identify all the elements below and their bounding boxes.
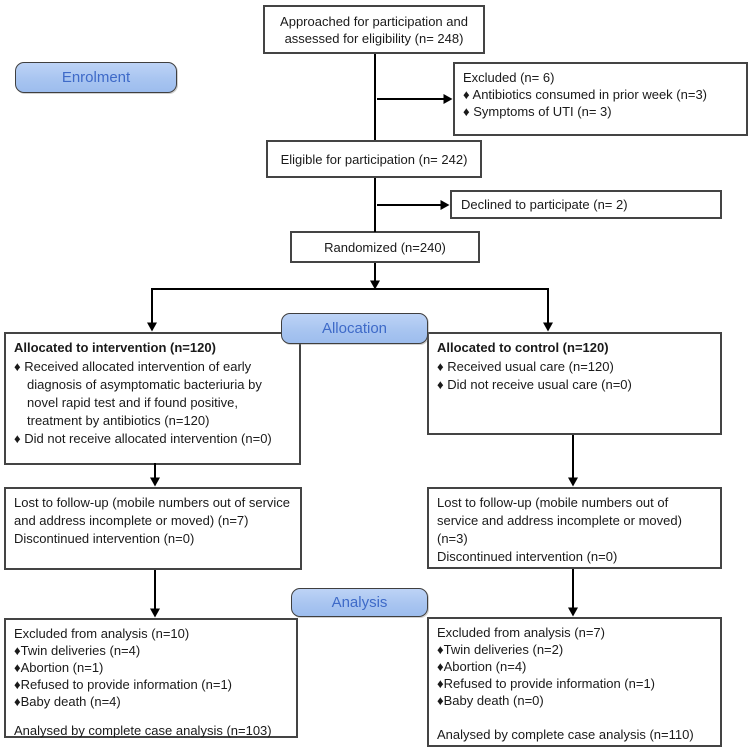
box-lost-intervention: Lost to follow-up (mobile numbers out of… — [4, 487, 302, 570]
box-eligible: Eligible for participation (n= 242) — [266, 140, 482, 178]
lost-control-line1: Lost to follow-up (mobile numbers out of… — [437, 495, 682, 546]
stage-label-enrolment: Enrolment — [61, 69, 131, 86]
box-approached: Approached for participation and assesse… — [263, 5, 485, 54]
intervention-bullet1: ♦ Received allocated intervention of ear… — [14, 359, 262, 428]
box-allocated-intervention: Allocated to intervention (n=120) ♦ Rece… — [4, 332, 301, 465]
box-excluded: Excluded (n= 6) ♦ Antibiotics consumed i… — [453, 62, 748, 136]
lost-intervention-line2: Discontinued intervention (n=0) — [14, 531, 195, 546]
analysis-intervention-bullet4: ♦Baby death (n=4) — [14, 694, 121, 709]
excluded-line3: ♦ Symptoms of UTI (n= 3) — [463, 104, 612, 119]
excluded-line1: Excluded (n= 6) — [463, 70, 555, 85]
approached-line2: assessed for eligibility (n= 248) — [284, 30, 464, 46]
control-bullet2: ♦ Did not receive usual care (n=0) — [437, 377, 632, 392]
analysis-control-line1: Excluded from analysis (n=7) — [437, 625, 605, 640]
approached-line1: Approached for participation and — [280, 13, 468, 29]
declined-text: Declined to participate (n= 2) — [461, 197, 628, 212]
analysis-intervention-bullet1: ♦Twin deliveries (n=4) — [14, 643, 141, 658]
stage-pill-analysis: Analysis — [291, 588, 428, 617]
lost-control-line2: Discontinued intervention (n=0) — [437, 549, 618, 564]
box-declined: Declined to participate (n= 2) — [450, 190, 722, 219]
lost-intervention-line1: Lost to follow-up (mobile numbers out of… — [14, 495, 291, 528]
analysis-control-bullet1: ♦Twin deliveries (n=2) — [437, 642, 564, 657]
control-bullet1: ♦ Received usual care (n=120) — [437, 359, 614, 374]
intervention-title: Allocated to intervention (n=120) — [14, 340, 216, 355]
stage-pill-enrolment: Enrolment — [15, 62, 177, 93]
box-analysis-control: Excluded from analysis (n=7) ♦Twin deliv… — [427, 617, 722, 747]
box-randomized: Randomized (n=240) — [290, 231, 480, 263]
analysis-intervention-bullet2: ♦Abortion (n=1) — [14, 660, 104, 675]
analysis-control-bullet3: ♦Refused to provide information (n=1) — [437, 676, 655, 691]
analysis-intervention-line1: Excluded from analysis (n=10) — [14, 626, 190, 641]
box-analysis-intervention: Excluded from analysis (n=10) ♦Twin deli… — [4, 618, 298, 738]
analysis-intervention-bullet3: ♦Refused to provide information (n=1) — [14, 677, 232, 692]
analysis-control-footer: Analysed by complete case analysis (n=11… — [437, 727, 694, 742]
eligible-text: Eligible for participation (n= 242) — [280, 151, 468, 167]
stage-pill-allocation: Allocation — [281, 313, 428, 344]
analysis-control-bullet2: ♦Abortion (n=4) — [437, 659, 527, 674]
randomized-text: Randomized (n=240) — [324, 239, 446, 255]
box-allocated-control: Allocated to control (n=120) ♦ Received … — [427, 332, 722, 435]
analysis-intervention-footer: Analysed by complete case analysis (n=10… — [14, 723, 272, 738]
control-title: Allocated to control (n=120) — [437, 340, 609, 355]
excluded-line2: ♦ Antibiotics consumed in prior week (n=… — [463, 87, 707, 102]
box-lost-control: Lost to follow-up (mobile numbers out of… — [427, 487, 722, 569]
stage-label-analysis: Analysis — [331, 594, 388, 611]
stage-label-allocation: Allocation — [321, 320, 388, 337]
analysis-control-bullet4: ♦Baby death (n=0) — [437, 693, 544, 708]
intervention-bullet2: ♦ Did not receive allocated intervention… — [14, 431, 272, 446]
